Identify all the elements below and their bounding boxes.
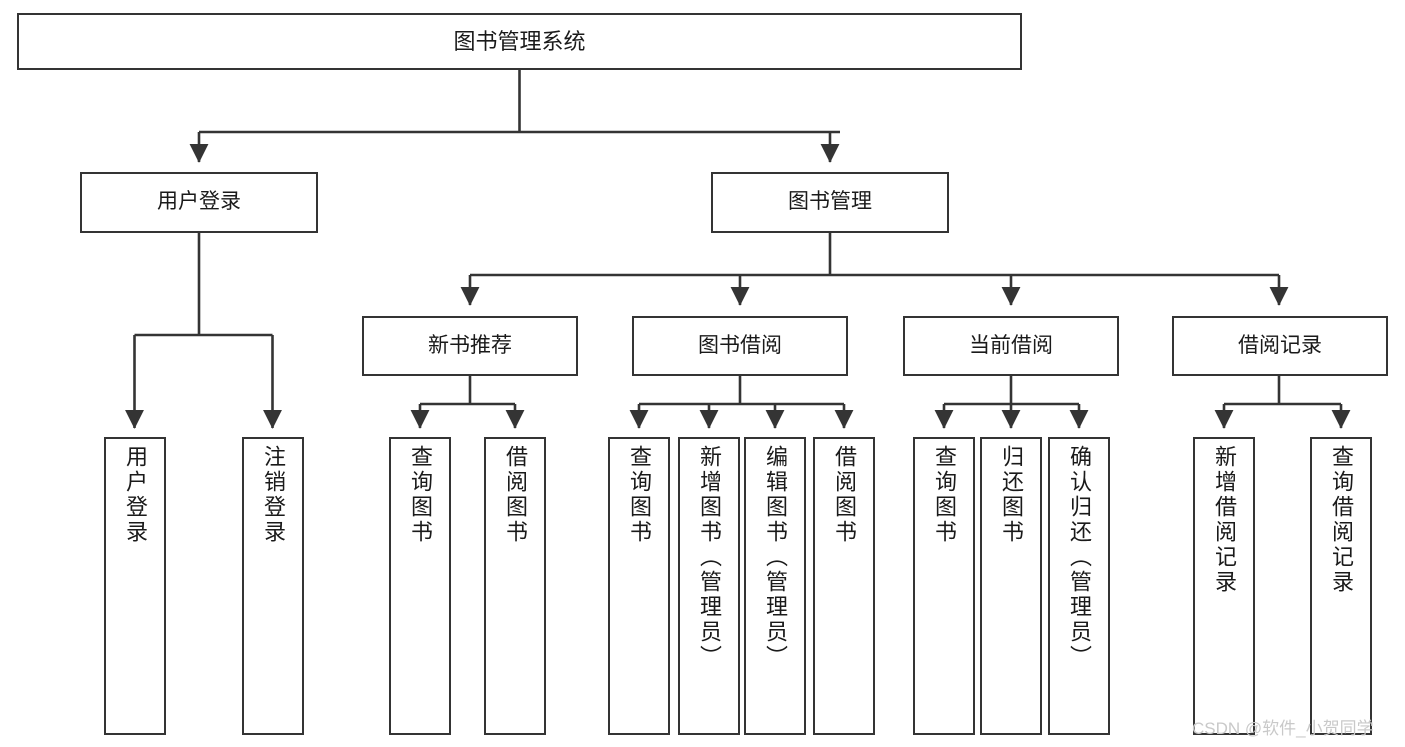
node-label: 注销登录 bbox=[261, 445, 286, 545]
node-label: 新书推荐 bbox=[428, 333, 512, 357]
leaf-query-borrow-record[interactable]: 查询借阅记录 bbox=[1310, 437, 1372, 735]
node-label: 用户登录 bbox=[157, 190, 241, 214]
leaf-query-book-current[interactable]: 查询图书 bbox=[913, 437, 975, 735]
leaf-query-book-borrow[interactable]: 查询图书 bbox=[608, 437, 670, 735]
node-label: 图书管理 bbox=[788, 190, 872, 214]
node-label: 借阅记录 bbox=[1238, 333, 1322, 357]
node-book-management[interactable]: 图书管理 bbox=[711, 172, 949, 233]
node-new-book-recommend[interactable]: 新书推荐 bbox=[362, 316, 578, 376]
leaf-borrow-book-new-recommend[interactable]: 借阅图书 bbox=[484, 437, 546, 735]
leaf-return-book[interactable]: 归还图书 bbox=[980, 437, 1042, 735]
node-label: 确认归还（管理员） bbox=[1067, 445, 1092, 670]
node-label: 查询图书 bbox=[627, 445, 652, 545]
leaf-query-book-new-recommend[interactable]: 查询图书 bbox=[389, 437, 451, 735]
node-label: 查询借阅记录 bbox=[1329, 445, 1354, 595]
node-label: 用户登录 bbox=[123, 445, 148, 545]
node-label: 归还图书 bbox=[999, 445, 1024, 545]
node-current-borrow[interactable]: 当前借阅 bbox=[903, 316, 1119, 376]
watermark: CSDN @软件_小贺同学 bbox=[1192, 719, 1374, 738]
node-borrow-record[interactable]: 借阅记录 bbox=[1172, 316, 1388, 376]
leaf-confirm-return-admin[interactable]: 确认归还（管理员） bbox=[1048, 437, 1110, 735]
node-label: 借阅图书 bbox=[832, 445, 857, 545]
leaf-borrow-book[interactable]: 借阅图书 bbox=[813, 437, 875, 735]
leaf-logout-login[interactable]: 注销登录 bbox=[242, 437, 304, 735]
node-label: 编辑图书（管理员） bbox=[763, 445, 788, 670]
leaf-add-borrow-record[interactable]: 新增借阅记录 bbox=[1193, 437, 1255, 735]
node-label: 图书借阅 bbox=[698, 333, 782, 357]
node-label: 查询图书 bbox=[408, 445, 433, 545]
node-label: 查询图书 bbox=[932, 445, 957, 545]
leaf-edit-book-admin[interactable]: 编辑图书（管理员） bbox=[744, 437, 806, 735]
node-label: 借阅图书 bbox=[503, 445, 528, 545]
node-label: 新增图书（管理员） bbox=[697, 445, 722, 670]
node-user-login[interactable]: 用户登录 bbox=[80, 172, 318, 233]
leaf-user-login[interactable]: 用户登录 bbox=[104, 437, 166, 735]
node-book-borrow[interactable]: 图书借阅 bbox=[632, 316, 848, 376]
node-label: 新增借阅记录 bbox=[1212, 445, 1237, 595]
leaf-add-book-admin[interactable]: 新增图书（管理员） bbox=[678, 437, 740, 735]
node-root-system[interactable]: 图书管理系统 bbox=[17, 13, 1022, 70]
node-label: 当前借阅 bbox=[969, 333, 1053, 357]
node-label: 图书管理系统 bbox=[453, 28, 586, 54]
